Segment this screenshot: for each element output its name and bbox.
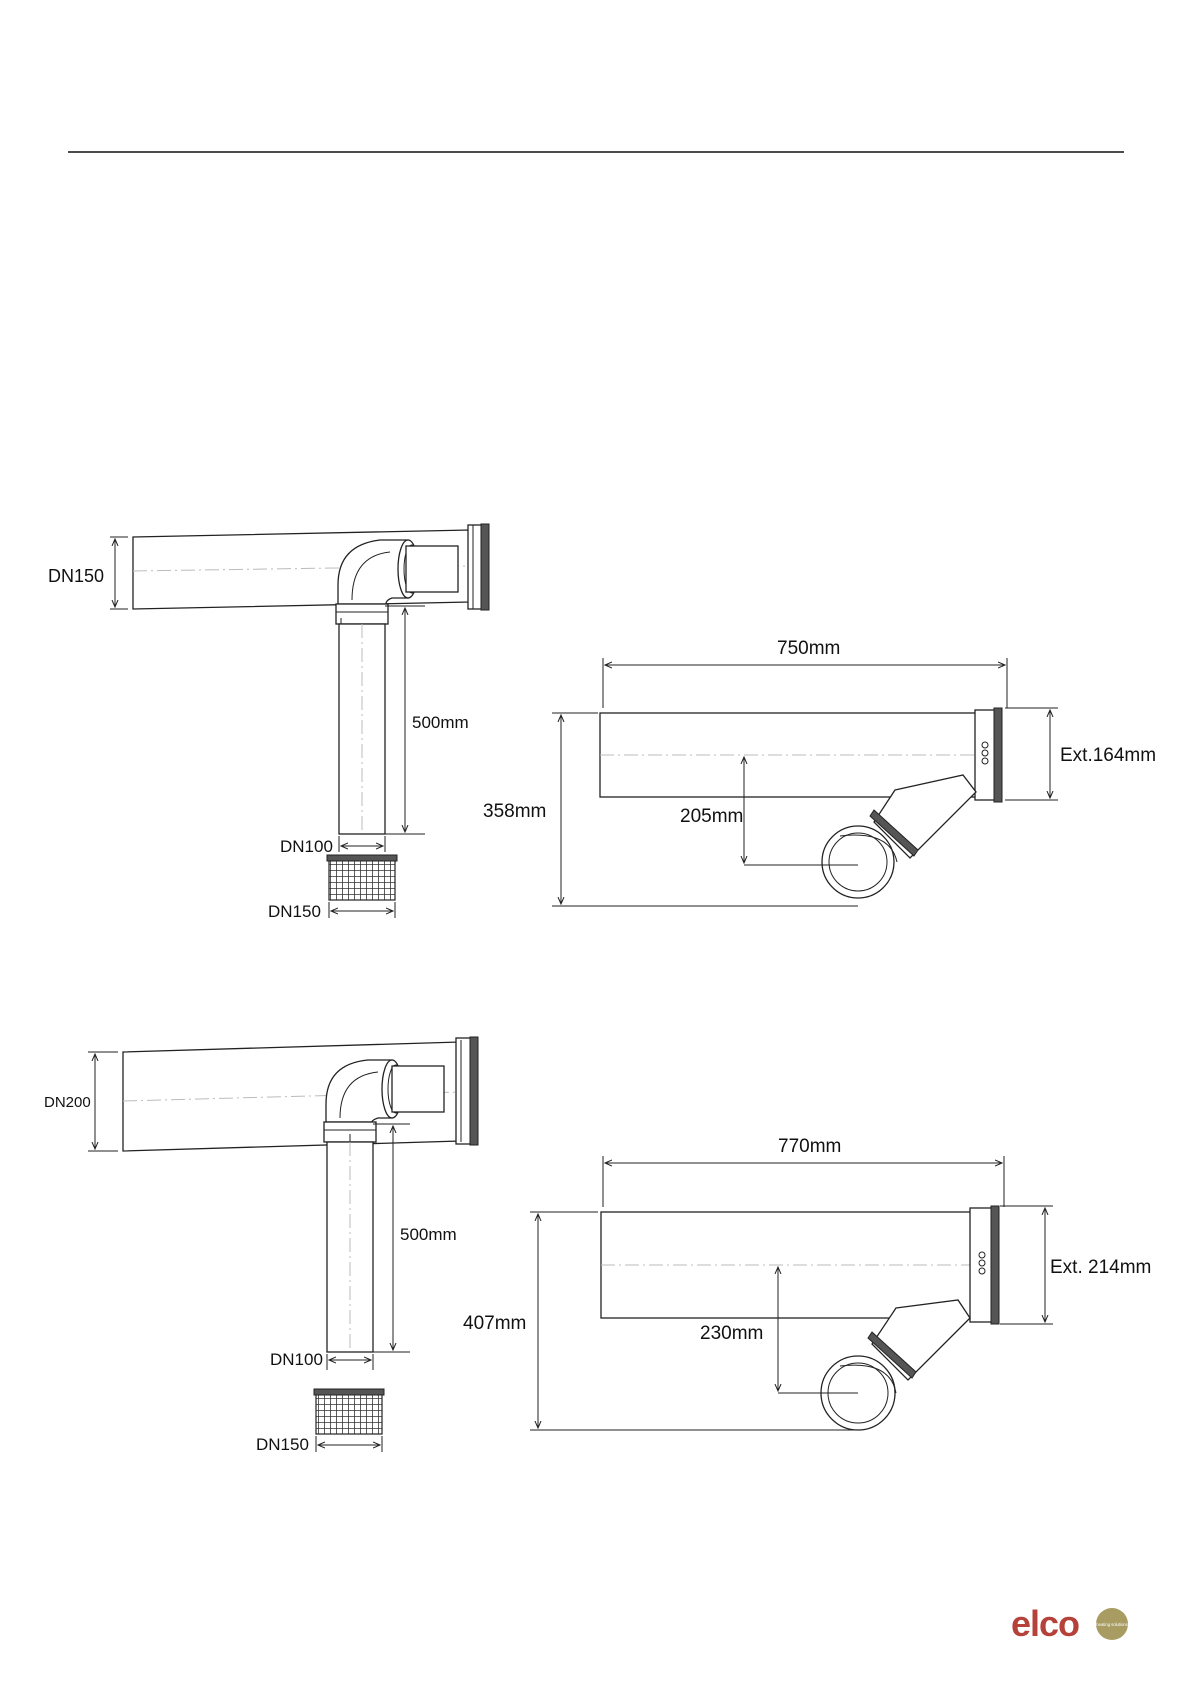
kit1-side-view: DN150 500mm DN100 DN150 [48, 524, 489, 921]
kit2-front-view: 770mm Ext. 214mm 407mm 230mm [463, 1136, 1151, 1430]
kit1-leg-length-label: 500mm [412, 713, 469, 732]
kit2-top-dn-label: DN200 [44, 1094, 91, 1111]
brand-tagline: heating solutions [1096, 1622, 1127, 1627]
kit2-diameter-label: Ext. 214mm [1050, 1257, 1151, 1278]
kit1-bottom-dn-label: DN100 [280, 837, 333, 856]
kit1-front-view: 750mm Ext.164mm 358mm 205mm [483, 638, 1156, 906]
kit2-basket-strainer [316, 1392, 382, 1434]
kit2-side-view: DN200 500mm DN100 DN150 [44, 1037, 478, 1454]
brand-name: elco [1011, 1603, 1079, 1644]
kit1-offset-label: 205mm [680, 806, 743, 827]
kit1-leg-collar [336, 604, 388, 624]
kit2-bottom-dn-label: DN100 [270, 1350, 323, 1369]
elco-logo: elco heating solutions [1011, 1603, 1128, 1644]
kit2-height-label: 407mm [463, 1313, 526, 1334]
kit2-front-collar [970, 1208, 994, 1322]
kit1-basket-strainer [329, 858, 395, 900]
kit1-diameter-label: Ext.164mm [1060, 745, 1156, 766]
kit2-leg-length-label: 500mm [400, 1225, 457, 1244]
kit1-outlet-ring [822, 826, 894, 898]
kit2-length-label: 770mm [778, 1136, 841, 1157]
kit1-basket-dn-label: DN150 [268, 902, 321, 921]
kit1-top-dn-label: DN150 [48, 566, 104, 586]
kit1-length-label: 750mm [777, 638, 840, 659]
kit2-offset-label: 230mm [700, 1323, 763, 1344]
kit1-height-label: 358mm [483, 801, 546, 822]
kit2-basket-dn-label: DN150 [256, 1435, 309, 1454]
